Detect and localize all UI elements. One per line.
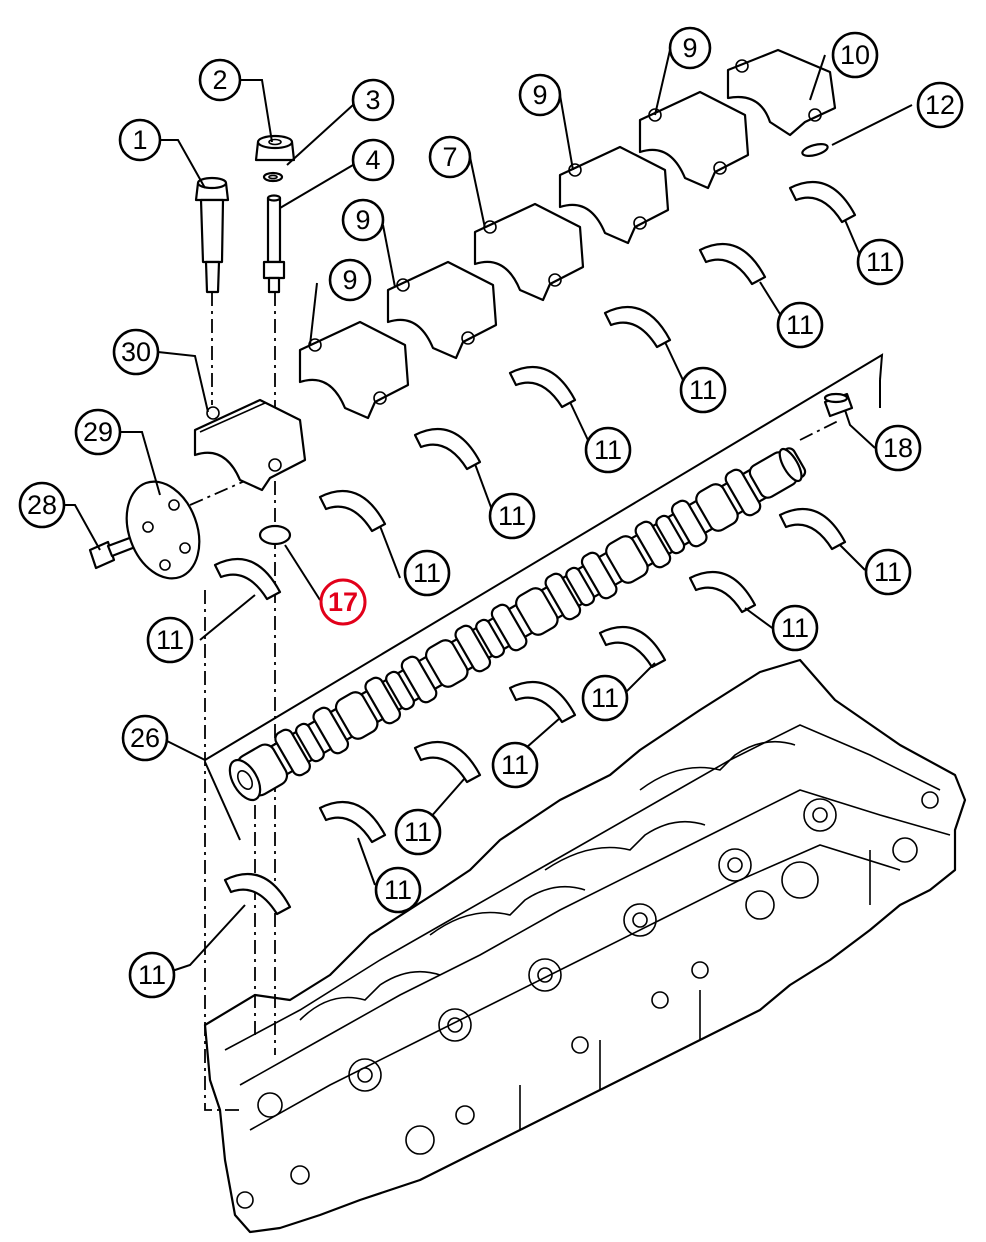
- callout-11-f: 11: [403, 549, 451, 597]
- callout-label: 30: [121, 337, 151, 367]
- callout-29: 29: [74, 408, 122, 456]
- callout-label: 18: [883, 433, 913, 463]
- nut-2: [254, 134, 296, 162]
- washer-3: [262, 171, 284, 183]
- callout-label: 11: [498, 501, 526, 531]
- bearing-cap-10: [726, 48, 837, 137]
- callout-label: 11: [384, 875, 412, 905]
- callout-9-c: 9: [341, 198, 385, 242]
- callout-26: 26: [121, 714, 169, 762]
- o-ring-17: [258, 524, 292, 546]
- callout-label: 11: [786, 310, 814, 340]
- callout-11-k: 11: [491, 741, 539, 789]
- callout-label: 10: [840, 40, 870, 70]
- callout-label: 11: [156, 625, 184, 655]
- callout-label: 11: [689, 375, 717, 405]
- bearing-shells: [213, 180, 857, 916]
- bearing-cap-9-a: [638, 90, 750, 190]
- callout-18: 18: [874, 424, 922, 472]
- callout-label: 11: [866, 247, 894, 277]
- callout-label: 1: [132, 125, 147, 155]
- callout-11-c: 11: [679, 366, 727, 414]
- cover-29: [125, 480, 201, 580]
- bolt-1: [194, 176, 230, 294]
- callout-7: 7: [428, 135, 472, 179]
- callout-17: 17: [319, 578, 367, 626]
- callout-label: 9: [682, 33, 697, 63]
- bearing-cap-30: [193, 398, 307, 492]
- callout-28: 28: [18, 481, 66, 529]
- cylinder-head: [203, 658, 967, 1234]
- bearing-cap-9-b: [558, 145, 670, 245]
- callout-label: 17: [328, 587, 358, 617]
- callout-11-i: 11: [771, 604, 819, 652]
- callout-label: 4: [365, 145, 380, 175]
- callout-label: 3: [365, 85, 380, 115]
- callout-label: 12: [925, 90, 955, 120]
- callout-9-d: 9: [328, 258, 372, 302]
- callout-1: 1: [118, 118, 162, 162]
- callout-11-d: 11: [584, 426, 632, 474]
- callout-2: 2: [198, 58, 242, 102]
- callout-label: 11: [413, 558, 441, 588]
- callout-label: 11: [138, 960, 166, 990]
- stud-4: [262, 194, 286, 294]
- callout-label: 11: [404, 817, 432, 847]
- callout-9-a: 9: [668, 26, 712, 70]
- callout-11-h: 11: [864, 548, 912, 596]
- bearing-cap-9-c: [386, 260, 498, 360]
- callout-11-g: 11: [146, 616, 194, 664]
- o-ring-12: [801, 143, 829, 157]
- callout-3: 3: [351, 78, 395, 122]
- bearing-cap-9-d: [298, 320, 410, 420]
- callout-label: 9: [342, 265, 357, 295]
- callout-label: 28: [27, 490, 57, 520]
- callout-label: 2: [212, 65, 227, 95]
- callout-11-b: 11: [776, 301, 824, 349]
- callout-label: 9: [355, 205, 370, 235]
- plug-18: [823, 392, 854, 418]
- callout-11-l: 11: [394, 808, 442, 856]
- callout-10: 10: [831, 31, 879, 79]
- callout-label: 11: [591, 683, 619, 713]
- callout-30: 30: [112, 328, 160, 376]
- callout-label: 7: [442, 142, 457, 172]
- callout-11-m: 11: [374, 866, 422, 914]
- callout-label: 11: [594, 435, 622, 465]
- callout-11-n: 11: [128, 951, 176, 999]
- callout-11-j: 11: [581, 674, 629, 722]
- callout-11-e: 11: [488, 492, 536, 540]
- callout-label: 9: [532, 80, 547, 110]
- callout-label: 29: [83, 417, 113, 447]
- callout-label: 11: [501, 750, 529, 780]
- leader-lines: [62, 49, 913, 976]
- callout-11-a: 11: [856, 238, 904, 286]
- callout-label: 26: [130, 723, 160, 753]
- callout-4: 4: [351, 138, 395, 182]
- callout-9-b: 9: [518, 73, 562, 117]
- callout-label: 11: [781, 613, 809, 643]
- camshaft: [228, 447, 807, 802]
- callout-label: 11: [874, 557, 902, 587]
- callout-12: 12: [916, 81, 964, 129]
